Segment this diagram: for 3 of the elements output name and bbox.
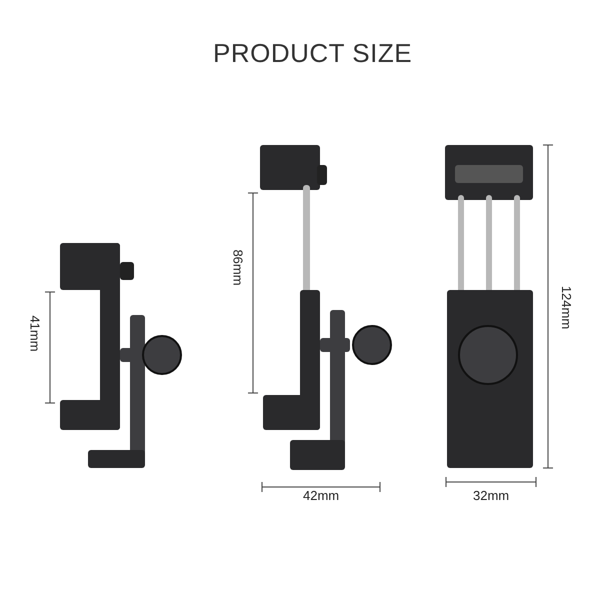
dimension-label: 42mm [301,488,342,502]
title: PRODUCT SIZE [213,38,412,69]
dimension-label: 32mm [471,488,512,502]
